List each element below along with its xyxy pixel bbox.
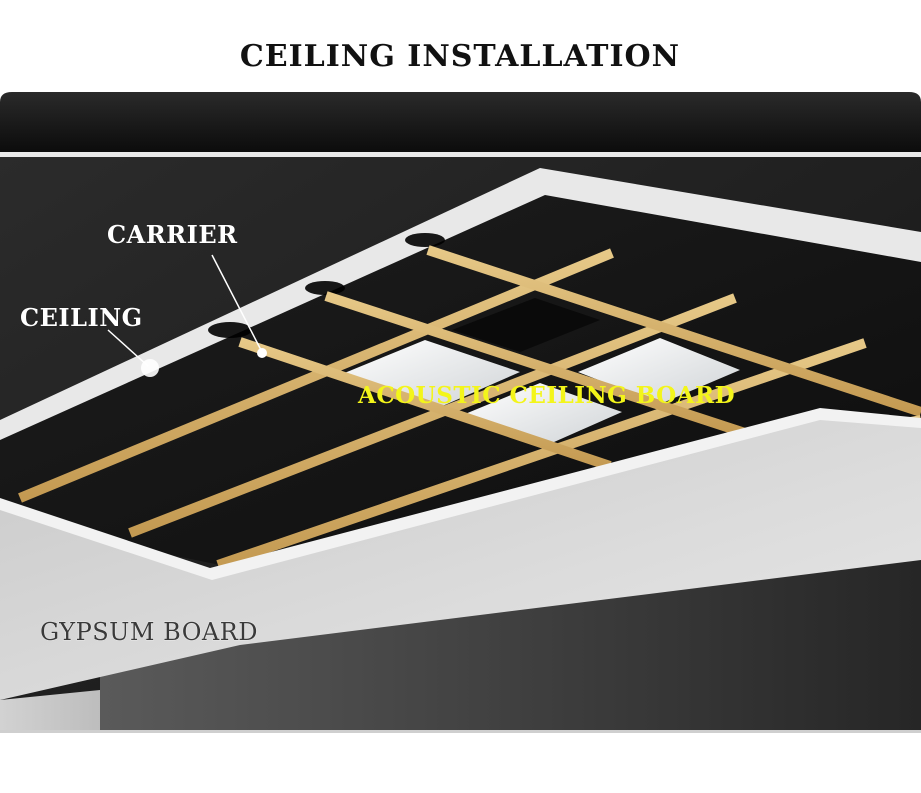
scene-bottom-line (0, 730, 921, 733)
top-band-divider (0, 152, 921, 157)
ceiling-label: CEILING (20, 303, 143, 332)
gypsum-board-label: GYPSUM BOARD (40, 618, 258, 646)
carrier-pointer-dot (257, 348, 267, 358)
page-title: CEILING INSTALLATION (240, 39, 680, 74)
ceiling-pointer-dot (141, 359, 159, 377)
top-dark-band (0, 92, 921, 152)
carrier-label: CARRIER (107, 220, 238, 249)
acoustic-ceiling-board-label: ACOUSTIC CEILING BOARD (357, 382, 735, 409)
